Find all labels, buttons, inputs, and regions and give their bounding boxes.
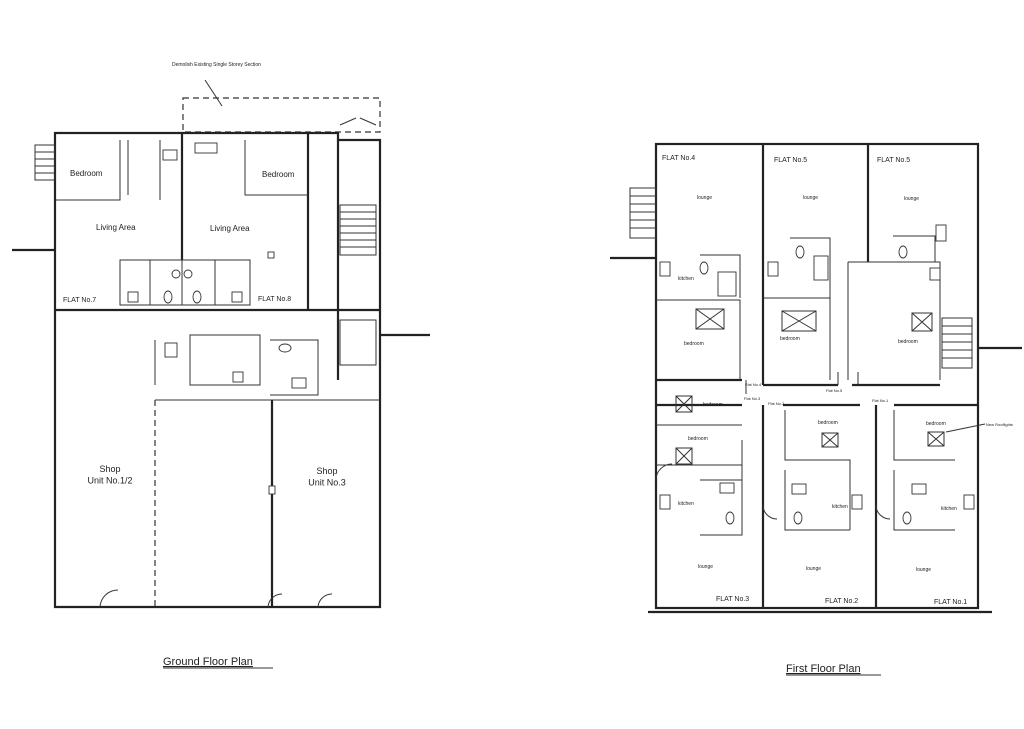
flat5b-label: FLAT No.5 <box>877 157 910 164</box>
flat5a-bedroom-label: bedroom <box>780 336 800 342</box>
flat3-label: FLAT No.3 <box>716 596 749 603</box>
flat2-bedroom-label: bedroom <box>818 420 838 426</box>
ground-steps-left <box>34 144 56 181</box>
ground-living-left-label: Living Area <box>96 223 136 232</box>
ground-bathroom-block <box>119 259 251 306</box>
demolish-note: Demolish Existing Single Storey Section <box>172 62 261 68</box>
flat1-label: FLAT No.1 <box>934 599 967 606</box>
entrance-flat4-label: Flat No.4 <box>745 382 762 387</box>
flat5b-bedroom-label: bedroom <box>898 339 918 345</box>
flat4-bedroom-label: bedroom <box>684 341 704 347</box>
label-line: Shop <box>99 464 120 474</box>
ground-bedroom-right-label: Bedroom <box>262 170 295 179</box>
flat5b-lounge-label: lounge <box>904 196 919 202</box>
entrance-flat2-label: Flat No.2 <box>768 401 785 406</box>
ground-outer-wall <box>53 131 382 609</box>
flat4-kitchen-label: kitchen <box>678 276 694 282</box>
flat5a-label: FLAT No.5 <box>774 157 807 164</box>
flat2-label: FLAT No.2 <box>825 598 858 605</box>
first-floor-plan: FLAT No.4 FLAT No.5 FLAT No.5 lounge lou… <box>610 142 1022 676</box>
ground-living-right-label: Living Area <box>210 224 250 233</box>
label-line: Unit No.1/2 <box>87 476 132 486</box>
first-steps-left <box>629 187 657 239</box>
ground-flat8-label: FLAT No.8 <box>258 296 291 303</box>
label-line: Shop <box>316 466 337 476</box>
ground-bedroom-left-label: Bedroom <box>70 169 103 178</box>
flat2-kitchen-label: kitchen <box>832 504 848 510</box>
ground-flat7-label: FLAT No.7 <box>63 297 96 304</box>
first-floor-title: First Floor Plan <box>786 663 861 675</box>
flat1-lounge-label: lounge <box>916 567 931 573</box>
flat1-kitchen-label: kitchen <box>941 506 957 512</box>
demolish-outline <box>182 97 381 133</box>
ground-floor-plan: Demolish Existing Single Storey Section <box>12 62 430 669</box>
ground-floor-title: Ground Floor Plan <box>163 656 253 668</box>
flat3-bedroom1-label: bedroom <box>703 402 723 408</box>
flat3-bedroom2-label: bedroom <box>688 436 708 442</box>
first-outer-wall <box>654 142 980 610</box>
flat4-lounge-label: lounge <box>697 195 712 201</box>
first-staircase <box>941 317 973 369</box>
rooflights-note: New Rooflights <box>986 422 1013 427</box>
flat4-label: FLAT No.4 <box>662 155 695 162</box>
flat3-lounge-label: lounge <box>698 564 713 570</box>
flat2-lounge-label: lounge <box>806 566 821 572</box>
label-line: Unit No.3 <box>308 478 346 488</box>
leader-line <box>204 79 223 107</box>
entrance-flat5-label: Flat No.5 <box>826 388 843 393</box>
entrance-flat1-label: Flat No.1 <box>872 398 889 403</box>
entrance-flat3-label: Flat No.3 <box>744 396 761 401</box>
ground-staircase <box>339 204 377 256</box>
flat5a-lounge-label: lounge <box>803 195 818 201</box>
flat1-bedroom-label: bedroom <box>926 421 946 427</box>
flat3-kitchen-label: kitchen <box>678 501 694 507</box>
